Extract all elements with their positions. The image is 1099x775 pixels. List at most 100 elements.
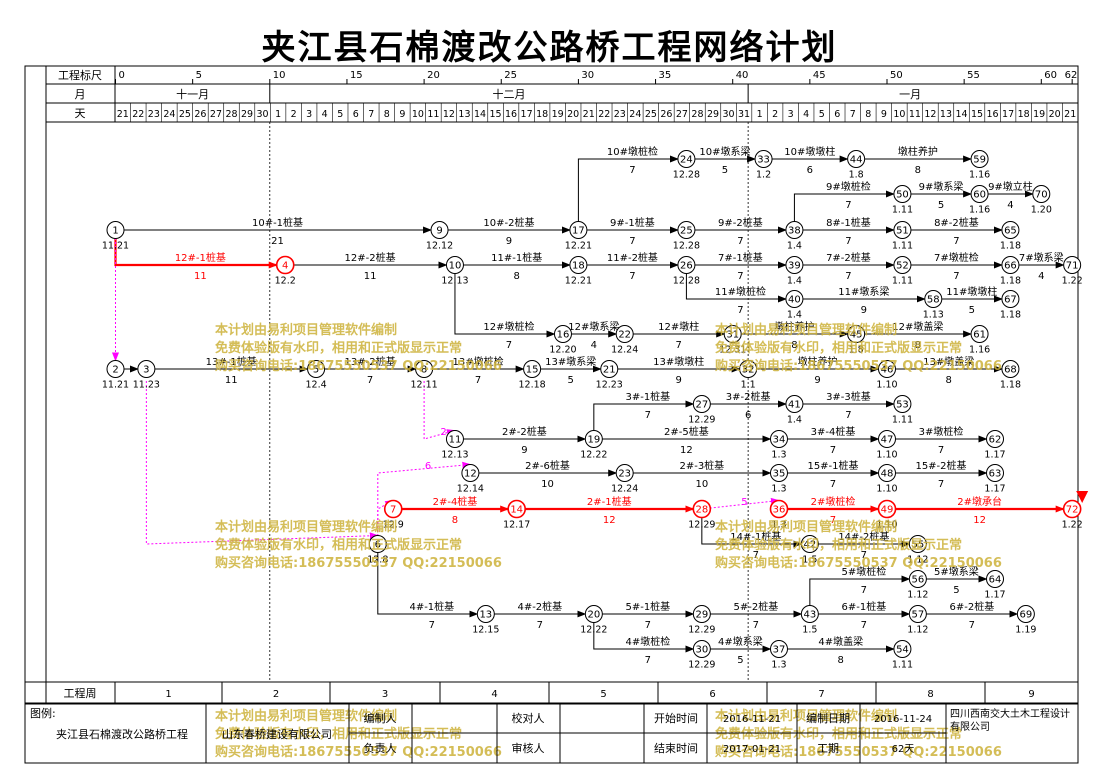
activity-label: 11#墩系梁 [838, 285, 889, 298]
footer-table: 图例:夹江县石棉渡改公路桥工程山东春桥建设有限公司编制人负责人校对人审核人开始时… [24, 702, 1079, 764]
day-cell: 1 [275, 109, 281, 120]
watermark-line2: 免费体验版有水印，相用和正式版显示正常 [215, 340, 462, 356]
node-date: 12.31 [719, 345, 746, 356]
day-cell: 15 [489, 109, 501, 120]
node-circle [137, 360, 156, 378]
activity-label: 11#墩墩柱 [946, 285, 997, 298]
node-date: 1.13 [923, 310, 944, 321]
scale-tick: 35 [659, 70, 672, 81]
activity-duration: 7 [938, 479, 944, 490]
day-cell: 2 [772, 109, 778, 120]
node-number: 70 [1035, 190, 1048, 201]
day-cell: 8 [865, 109, 871, 120]
activity-label: 10#墩桩检 [607, 145, 658, 158]
day-cell: 9 [399, 109, 405, 120]
node-circle [878, 464, 896, 482]
activity-label: 8#-1桩基 [826, 216, 871, 229]
activity-label: 2#-5桩基 [664, 425, 709, 438]
node-date: 1.4 [787, 241, 802, 252]
node-number: 62 [989, 435, 1002, 446]
node-date: 1.11 [892, 415, 913, 426]
activity-label: 7#墩桩检 [934, 251, 979, 264]
month-cell: 一月 [899, 88, 921, 101]
day-cell: 29 [707, 109, 719, 120]
node-date: 1.11 [892, 205, 913, 216]
node-circle [769, 430, 788, 448]
activity-duration: 12 [603, 515, 616, 526]
day-cell: 29 [241, 109, 253, 120]
activity-duration: 9 [506, 236, 512, 247]
activity-label: 5#-1桩基 [625, 600, 670, 613]
watermark-line3: 购买咨询电话:18675550537 QQ:22150066 [215, 555, 502, 571]
day-cell: 6 [353, 109, 359, 120]
activity-duration: 8 [513, 271, 519, 282]
activity-label: 2#-4桩基 [433, 495, 478, 508]
day-cell: 10 [412, 109, 424, 120]
end-label: 结束时间 [654, 742, 698, 755]
activity-duration: 5 [969, 305, 975, 316]
node-circle [785, 256, 804, 274]
node-circle [877, 499, 897, 519]
node-number: 45 [850, 330, 863, 341]
node-number: 11 [449, 435, 462, 446]
duration-label: 工期 [817, 742, 839, 755]
day-cell: 24 [163, 109, 175, 120]
activity-duration: 5 [737, 655, 743, 666]
day-cell: 21 [117, 109, 129, 120]
project-name: 夹江县石棉渡改公路桥工程 [56, 727, 188, 741]
node-circle [1001, 221, 1020, 239]
node-date: 11.21 [102, 241, 129, 252]
node-date: 1.2 [756, 170, 771, 181]
day-cell: 23 [148, 109, 160, 120]
activity-label: 4#-2桩基 [517, 600, 562, 613]
page-title: 夹江县石棉渡改公路桥工程网络计划 [261, 28, 838, 68]
node-number: 34 [773, 435, 786, 446]
activity-label: 5#墩系梁 [934, 565, 979, 578]
node-date: 1.22 [1062, 276, 1083, 287]
week-cell: 1 [165, 689, 171, 700]
activity-duration: 8 [452, 515, 458, 526]
node-number: 54 [896, 645, 909, 656]
node-number: 13 [479, 610, 492, 621]
node-date: 12.22 [580, 625, 607, 636]
week-cell: 8 [927, 689, 933, 700]
activity-duration: 7 [845, 236, 851, 247]
activity-label: 墩柱养护 [898, 145, 938, 158]
activity-duration: 11 [225, 375, 238, 386]
activity-duration: 8 [946, 375, 952, 386]
node-date: 12.21 [565, 276, 592, 287]
node-date: 1.4 [787, 276, 802, 287]
node-number: 61 [973, 330, 986, 341]
activity-label: 3#-4桩基 [811, 425, 856, 438]
node-number: 29 [695, 610, 708, 621]
watermark-line1: 本计划由易利项目管理软件编制 [215, 322, 397, 338]
dummy-lag: 2 [440, 427, 446, 438]
node-date: 12.23 [596, 380, 623, 391]
node-circle [1062, 499, 1082, 519]
proofreader-label: 校对人 [512, 711, 545, 725]
node-date: 1.18 [1000, 380, 1021, 391]
node-circle [553, 325, 572, 343]
activity-arrow [685, 273, 787, 303]
activity-arrow [701, 517, 803, 548]
node-circle [893, 640, 912, 658]
activity-duration: 7 [629, 165, 635, 176]
watermark-line1: 本计划由易利项目管理软件编制 [715, 708, 897, 724]
node-number: 41 [788, 400, 801, 411]
activity-label: 9#-2桩基 [718, 216, 763, 229]
node-number: 71 [1066, 261, 1079, 272]
day-cell: 16 [505, 109, 517, 120]
week-cell: 3 [382, 689, 388, 700]
node-number: 49 [881, 505, 894, 516]
node-number: 5 [313, 365, 319, 376]
node-date: 1.4 [787, 415, 802, 426]
activity-duration: 12 [680, 445, 693, 456]
node-date: 12.28 [673, 170, 700, 181]
activity-label: 9#墩系梁 [919, 180, 964, 193]
node-date: 12.11 [410, 380, 437, 391]
node-date: 1.10 [876, 380, 897, 391]
node-number: 14 [510, 505, 523, 516]
node-circle [893, 221, 912, 239]
month-cell: 十二月 [492, 87, 525, 101]
node-date: 1.10 [876, 484, 897, 495]
